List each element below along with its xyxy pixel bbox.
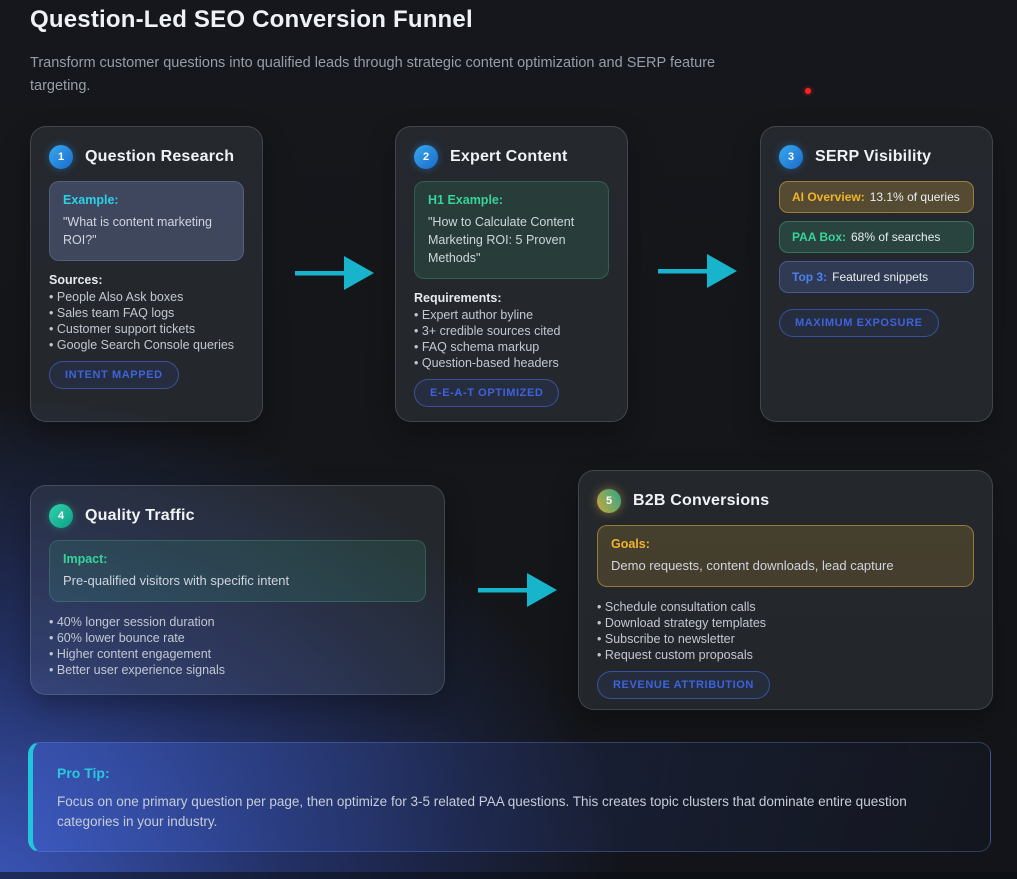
stat-top-3: Top 3: Featured snippets [779, 261, 974, 293]
list-label: Requirements: [414, 291, 502, 305]
bullet-item: Request custom proposals [597, 647, 974, 663]
impact-box: Impact: Pre-qualified visitors with spec… [49, 540, 426, 602]
bullet-item: Customer support tickets [49, 321, 244, 337]
bullet-list: People Also Ask boxes Sales team FAQ log… [49, 289, 244, 353]
flow-arrow-icon [295, 256, 374, 290]
card-question-research: 1 Question Research Example: "What is co… [30, 126, 263, 422]
goals-box: Goals: Demo requests, content downloads,… [597, 525, 974, 587]
example-label: Example: [63, 193, 119, 207]
pro-tip-label: Pro Tip: [57, 765, 110, 781]
h1-example-label: H1 Example: [428, 193, 504, 207]
bullet-item: Expert author byline [414, 307, 609, 323]
step-number-badge: 2 [414, 145, 438, 169]
bullet-item: 3+ credible sources cited [414, 323, 609, 339]
example-box: Example: "What is content marketing ROI?… [49, 181, 244, 261]
stat-ai-overview: AI Overview: 13.1% of queries [779, 181, 974, 213]
bullet-item: Better user experience signals [49, 662, 426, 678]
stat-label: PAA Box: [792, 230, 846, 244]
status-pill: E-E-A-T OPTIMIZED [414, 379, 560, 407]
bullet-item: People Also Ask boxes [49, 289, 244, 305]
status-pill: INTENT MAPPED [49, 361, 179, 389]
bullet-item: Schedule consultation calls [597, 599, 974, 615]
card-title: Question Research [85, 148, 235, 165]
card-quality-traffic: 4 Quality Traffic Impact: Pre-qualified … [30, 485, 445, 695]
goals-text: Demo requests, content downloads, lead c… [611, 558, 894, 573]
pro-tip-text: Focus on one primary question per page, … [57, 794, 907, 829]
bullet-item: Subscribe to newsletter [597, 631, 974, 647]
bullet-item: Download strategy templates [597, 615, 974, 631]
bullet-list: Expert author byline 3+ credible sources… [414, 307, 609, 371]
flow-arrow-icon [658, 254, 737, 288]
step-number-badge: 1 [49, 145, 73, 169]
pro-tip-callout: Pro Tip: Focus on one primary question p… [28, 742, 991, 852]
h1-example-text: "How to Calculate Content Marketing ROI:… [428, 215, 575, 265]
bullet-item: Google Search Console queries [49, 337, 244, 353]
list-label: Sources: [49, 273, 103, 287]
stat-value: 68% of searches [851, 230, 941, 244]
card-title: B2B Conversions [633, 492, 770, 509]
card-title: Expert Content [450, 148, 568, 165]
card-title: SERP Visibility [815, 148, 932, 165]
h1-example-box: H1 Example: "How to Calculate Content Ma… [414, 181, 609, 279]
goals-label: Goals: [611, 537, 650, 551]
card-title: Quality Traffic [85, 507, 195, 524]
stat-label: Top 3: [792, 270, 828, 284]
bullet-item: 60% lower bounce rate [49, 630, 426, 646]
step-number-badge: 4 [49, 504, 73, 528]
stat-label: AI Overview: [792, 190, 865, 204]
red-dot [805, 88, 811, 94]
card-header: 3 SERP Visibility [779, 145, 974, 169]
card-header: 2 Expert Content [414, 145, 609, 169]
card-header: 1 Question Research [49, 145, 244, 169]
page-title: Question-Led SEO Conversion Funnel [30, 6, 473, 33]
bullet-list: 40% longer session duration 60% lower bo… [49, 614, 426, 678]
bullet-list: Schedule consultation calls Download str… [597, 599, 974, 663]
bottom-edge-strip [0, 872, 1017, 879]
impact-label: Impact: [63, 552, 108, 566]
bullet-item: FAQ schema markup [414, 339, 609, 355]
bullet-item: Sales team FAQ logs [49, 305, 244, 321]
stat-paa-box: PAA Box: 68% of searches [779, 221, 974, 253]
card-serp-visibility: 3 SERP Visibility AI Overview: 13.1% of q… [760, 126, 993, 422]
status-pill: REVENUE ATTRIBUTION [597, 671, 770, 699]
status-pill: MAXIMUM EXPOSURE [779, 309, 939, 337]
stat-value: 13.1% of queries [869, 190, 960, 204]
card-b2b-conversions: 5 B2B Conversions Goals: Demo requests, … [578, 470, 993, 710]
bullet-item: Higher content engagement [49, 646, 426, 662]
bullet-item: Question-based headers [414, 355, 609, 371]
example-text: "What is content marketing ROI?" [63, 215, 212, 247]
stat-value: Featured snippets [832, 270, 929, 284]
flow-arrow-icon [478, 573, 557, 607]
card-header: 4 Quality Traffic [49, 504, 426, 528]
step-number-badge: 5 [597, 489, 621, 513]
impact-text: Pre-qualified visitors with specific int… [63, 573, 290, 588]
bullet-item: 40% longer session duration [49, 614, 426, 630]
step-number-badge: 3 [779, 145, 803, 169]
card-expert-content: 2 Expert Content H1 Example: "How to Cal… [395, 126, 628, 422]
card-header: 5 B2B Conversions [597, 489, 974, 513]
page-subtitle: Transform customer questions into qualif… [30, 55, 716, 94]
